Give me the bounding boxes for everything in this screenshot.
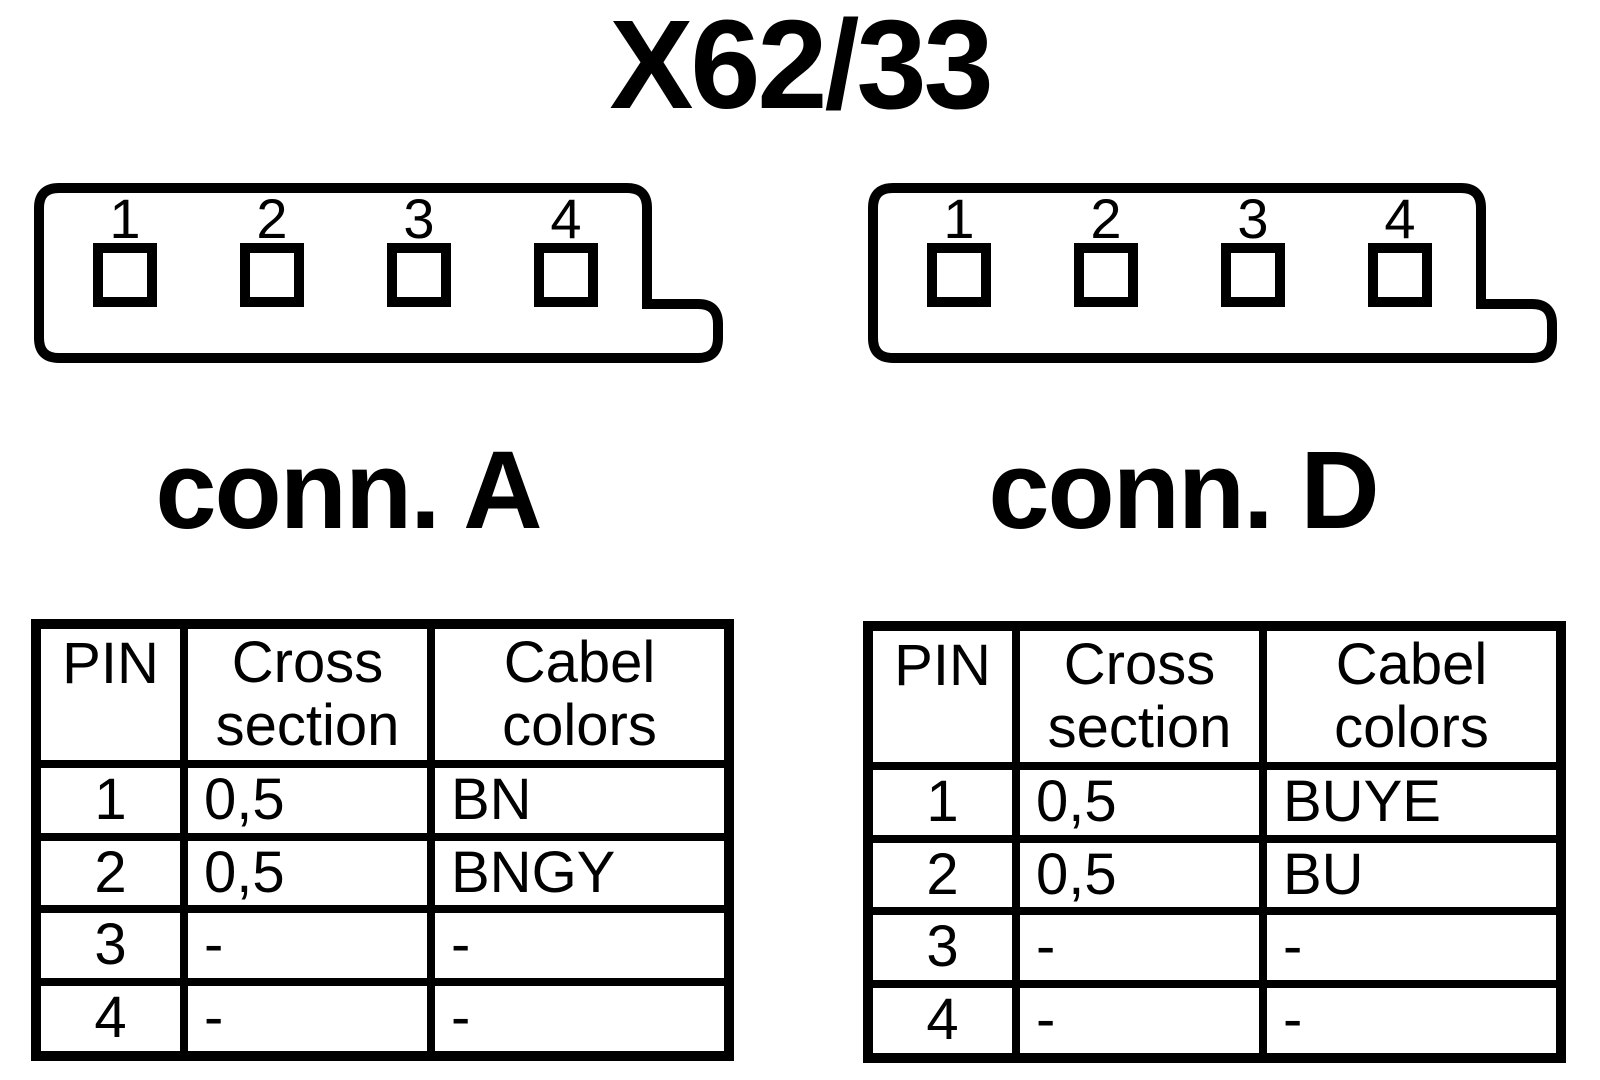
cross-section: 0,5	[1012, 762, 1267, 843]
header-cross-section: Cross section	[180, 620, 435, 768]
connector-d-pin-4-square	[1368, 243, 1432, 307]
header-cross-section: Cross section	[1012, 622, 1267, 770]
pin-number: 1	[864, 762, 1020, 843]
pin-number: 3	[32, 905, 188, 986]
connector-d-pin-table: PIN Cross section Cabel colors 1 0,5 BUY…	[863, 621, 1566, 1063]
header-pin: PIN	[864, 622, 1020, 770]
connector-a-pin-2-square	[240, 243, 304, 307]
page-title: X62/33	[609, 0, 993, 135]
pin-number: 4	[32, 977, 188, 1060]
cable-color: -	[1259, 979, 1565, 1062]
cross-section: -	[1012, 907, 1267, 988]
pin-number: 3	[864, 907, 1020, 988]
header-cable-colors: Cabel colors	[1259, 622, 1565, 770]
connector-d-pin-2-square	[1074, 243, 1138, 307]
cable-color: BN	[427, 760, 733, 841]
connector-d-pin-3-label: 3	[1237, 187, 1268, 250]
connector-a-pin-2-label: 2	[256, 187, 287, 250]
table-row: 4 - -	[864, 979, 1565, 1062]
connector-a-diagram: 1 2 3 4	[34, 183, 723, 363]
table-row: 1 0,5 BUYE	[864, 762, 1565, 843]
connector-a-pin-1-square	[93, 243, 157, 307]
cable-color: -	[427, 977, 733, 1060]
pin-number: 2	[32, 832, 188, 914]
table-row: 2 0,5 BU	[864, 834, 1565, 916]
cross-section: 0,5	[1012, 834, 1267, 916]
header-cable-colors: Cabel colors	[427, 620, 733, 768]
connector-a-pin-3-label: 3	[403, 187, 434, 250]
connector-a-housing-outline	[34, 183, 723, 363]
pin-number: 4	[864, 979, 1020, 1062]
cable-color: -	[1259, 907, 1565, 988]
connector-a-pin-3-square	[387, 243, 451, 307]
table-row: 4 - -	[32, 977, 733, 1060]
cable-color: BUYE	[1259, 762, 1565, 843]
connector-a-title: conn. A	[155, 429, 542, 552]
connector-a-pin-table: PIN Cross section Cabel colors 1 0,5 BN …	[31, 619, 734, 1061]
connector-d-pin-2-label: 2	[1090, 187, 1121, 250]
cable-color: BNGY	[427, 832, 733, 914]
pin-number: 1	[32, 760, 188, 841]
cross-section: 0,5	[180, 760, 435, 841]
connector-d-title: conn. D	[988, 429, 1379, 552]
table-row: 2 0,5 BNGY	[32, 832, 733, 914]
connector-a-pin-4-square	[534, 243, 598, 307]
table-row: 3 - -	[864, 907, 1565, 988]
connector-d-pin-3-square	[1221, 243, 1285, 307]
table-row: 1 0,5 BN	[32, 760, 733, 841]
connector-a-pin-4-label: 4	[550, 187, 581, 250]
cross-section: -	[180, 977, 435, 1060]
connector-d-pin-4-label: 4	[1384, 187, 1415, 250]
connector-a-pin-1-label: 1	[109, 187, 140, 250]
cable-color: BU	[1259, 834, 1565, 916]
connector-d-diagram: 1 2 3 4	[868, 183, 1557, 363]
cross-section: 0,5	[180, 832, 435, 914]
table-row: 3 - -	[32, 905, 733, 986]
cross-section: -	[180, 905, 435, 986]
cable-color: -	[427, 905, 733, 986]
pin-number: 2	[864, 834, 1020, 916]
cross-section: -	[1012, 979, 1267, 1062]
header-pin: PIN	[32, 620, 188, 768]
connector-d-pin-1-square	[927, 243, 991, 307]
table-header-row: PIN Cross section Cabel colors	[32, 620, 733, 768]
connector-d-pin-1-label: 1	[943, 187, 974, 250]
connector-d-housing-outline	[868, 183, 1557, 363]
table-header-row: PIN Cross section Cabel colors	[864, 622, 1565, 770]
